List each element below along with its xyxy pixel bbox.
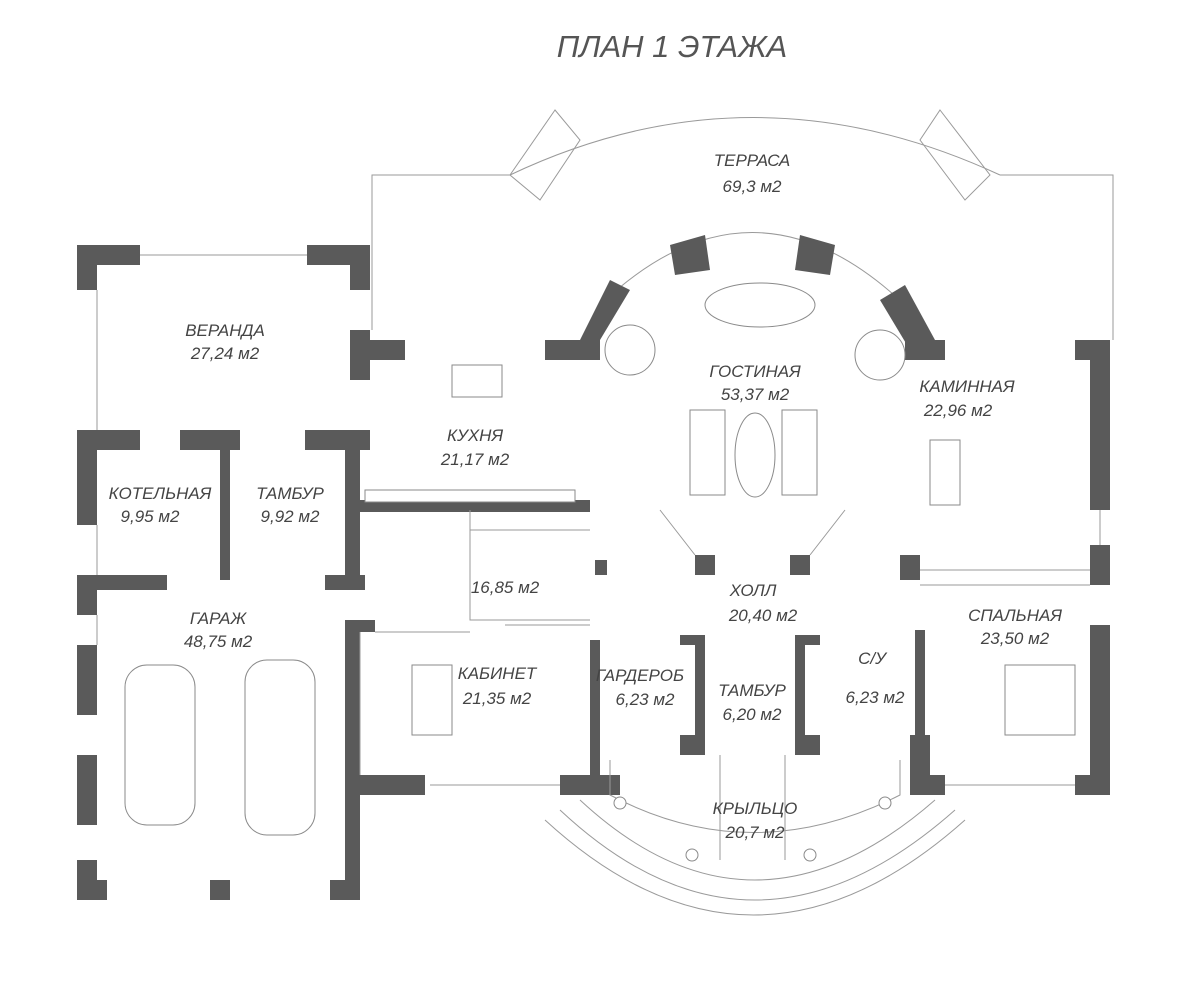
wall-segment bbox=[350, 245, 370, 290]
wall-segment bbox=[180, 430, 240, 450]
study-name: КАБИНЕТ bbox=[458, 664, 538, 683]
wall-segment bbox=[590, 640, 600, 790]
wall-segment bbox=[915, 630, 925, 740]
living-name: ГОСТИНАЯ bbox=[709, 362, 801, 381]
bed bbox=[1004, 664, 1076, 736]
boiler-name: КОТЕЛЬНАЯ bbox=[109, 484, 212, 503]
wall-segment bbox=[900, 555, 920, 580]
wall-segment bbox=[595, 560, 607, 575]
bedroom-name: СПАЛЬНАЯ bbox=[968, 606, 1062, 625]
wall-segment bbox=[680, 635, 705, 645]
kitchen-name: КУХНЯ bbox=[447, 426, 504, 445]
porch-area: 20,7 м2 bbox=[725, 823, 785, 842]
wall-segment bbox=[305, 430, 370, 450]
columns bbox=[613, 796, 892, 862]
wall-segment bbox=[360, 500, 590, 512]
bathroom-name: С/У bbox=[858, 649, 888, 668]
wall-segment bbox=[77, 755, 97, 825]
furniture bbox=[124, 282, 1076, 836]
coffee-table bbox=[734, 412, 776, 498]
car-left bbox=[124, 664, 196, 826]
wardrobe-name: ГАРДЕРОБ bbox=[596, 666, 684, 685]
room-labels: ТЕРРАСА 69,3 м2 ВЕРАНДА 27,24 м2 ГОСТИНАЯ 53,… bbox=[109, 151, 1063, 842]
fireplace bbox=[929, 439, 961, 506]
stair-hall-area: 16,85 м2 bbox=[471, 578, 540, 597]
kitchen-table bbox=[451, 364, 503, 398]
wall-segment bbox=[695, 635, 705, 755]
wall-segment bbox=[345, 620, 360, 900]
vestibule-left-name: ТАМБУР bbox=[256, 484, 324, 503]
wall-segment bbox=[220, 430, 230, 580]
wall-segment bbox=[345, 775, 425, 795]
vestibule-main-name: ТАМБУР bbox=[718, 681, 786, 700]
veranda-name: ВЕРАНДА bbox=[185, 321, 265, 340]
hall-area: 20,40 м2 bbox=[728, 606, 798, 625]
wall-segment bbox=[210, 880, 230, 900]
wall-segment bbox=[795, 635, 820, 645]
wall-segment bbox=[77, 880, 107, 900]
plant-right bbox=[854, 329, 906, 381]
wall-segment bbox=[345, 620, 375, 632]
boiler-area: 9,95 м2 bbox=[121, 507, 180, 526]
wall-segment bbox=[77, 430, 97, 525]
fireplace-name: КАМИННАЯ bbox=[919, 377, 1015, 396]
wall-segment bbox=[790, 555, 810, 575]
terrace-outline bbox=[371, 109, 1114, 340]
car-right bbox=[244, 659, 316, 836]
plant-left bbox=[604, 324, 656, 376]
wall-segment bbox=[1090, 545, 1110, 585]
desk bbox=[411, 664, 453, 736]
wardrobe-area: 6,23 м2 bbox=[616, 690, 675, 709]
wall-segment bbox=[1090, 625, 1110, 795]
veranda-area: 27,24 м2 bbox=[190, 344, 260, 363]
wall-segment bbox=[1075, 775, 1110, 795]
walls bbox=[77, 235, 1110, 900]
bedroom-area: 23,50 м2 bbox=[980, 629, 1050, 648]
vestibule-left-area: 9,92 м2 bbox=[261, 507, 320, 526]
garage-name: ГАРАЖ bbox=[190, 609, 248, 628]
wall-segment bbox=[77, 645, 97, 715]
fireplace-area: 22,96 м2 bbox=[923, 401, 993, 420]
wall-segment bbox=[350, 340, 405, 360]
dining-table bbox=[704, 282, 816, 328]
wall-segment bbox=[545, 340, 600, 360]
kitchen-counter bbox=[364, 489, 576, 503]
sofa-right bbox=[781, 409, 818, 496]
garage-area: 48,75 м2 bbox=[184, 632, 253, 651]
wall-segment bbox=[345, 430, 360, 580]
wall-segment bbox=[910, 735, 930, 795]
plan-title: ПЛАН 1 ЭТАЖА bbox=[557, 29, 787, 64]
kitchen-area: 21,17 м2 bbox=[440, 450, 510, 469]
wall-segment bbox=[695, 555, 715, 575]
wall-segment bbox=[77, 575, 167, 590]
wall-segment bbox=[905, 340, 945, 360]
porch-name: КРЫЛЬЦО bbox=[713, 799, 798, 818]
hall-name: ХОЛЛ bbox=[729, 581, 777, 600]
wall-segment bbox=[1090, 340, 1110, 510]
wall-segment bbox=[325, 575, 365, 590]
terrace-area: 69,3 м2 bbox=[723, 177, 782, 196]
living-area: 53,37 м2 bbox=[721, 385, 790, 404]
sofa-left bbox=[689, 409, 726, 496]
wall-segment bbox=[77, 575, 97, 615]
wall-segment bbox=[795, 635, 805, 755]
inner-lines bbox=[96, 254, 1101, 916]
wall-segment bbox=[77, 245, 97, 290]
terrace-name: ТЕРРАСА bbox=[714, 151, 791, 170]
bathroom-area: 6,23 м2 bbox=[846, 688, 905, 707]
vestibule-main-area: 6,20 м2 bbox=[723, 705, 782, 724]
study-area: 21,35 м2 bbox=[462, 689, 532, 708]
